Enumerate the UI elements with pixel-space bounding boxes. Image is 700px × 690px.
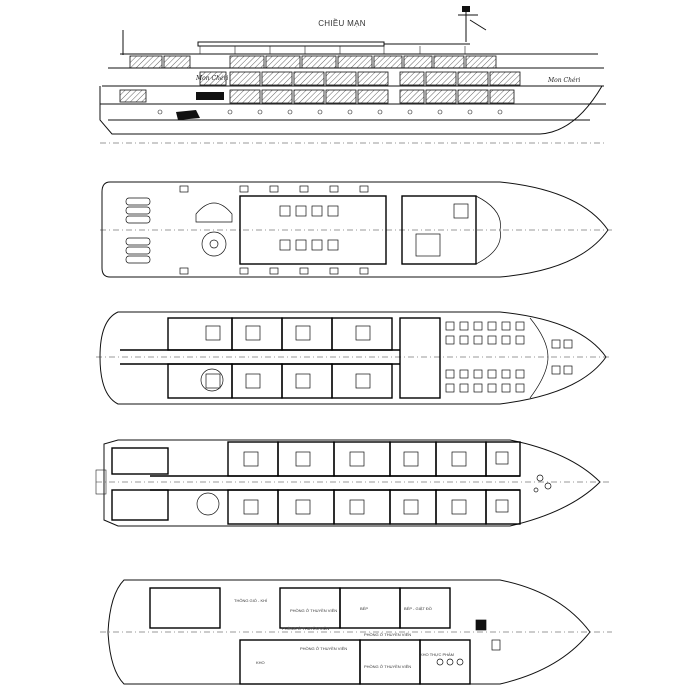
brand-logo-bow: Mon Chéri [547,77,580,84]
brand-logo-aft: Mon Chéri [195,75,228,82]
middle-deck-windows: Mon Chéri Mon Chéri [100,71,606,105]
side-elevation: CHIỀU MẠN [99,6,606,144]
room-label-kitchen: BẾP [360,606,368,611]
deck-plan-restaurant-deck [96,311,612,405]
drawing-title: CHIỀU MẠN [318,18,366,28]
restaurant-tables [445,321,573,393]
room-label-crew-3: PHÒNG Ở THUYỀN VIÊN [300,646,347,651]
room-label-crew-5: PHÒNG Ở THUYỀN VIÊN [364,664,411,669]
upper-deck-windows [108,55,604,69]
deck-plan-lower-deck: THÔNG GIÓ - KHÍ PHÒNG Ở THUYỀN VIÊN BẾP … [100,579,612,685]
room-label-store: KHO [256,660,265,665]
room-label-crew-2: PHÒNG Ở THUYỀN VIÊN [282,626,329,631]
room-label-crew-4: PHÒNG Ở THUYỀN VIÊN [364,632,411,637]
room-label-laundry: BẾP - GIẶT ĐỒ [404,606,432,611]
sun-deck-canopy [120,41,598,55]
deck-plan-sun-deck [100,181,612,278]
hull-profile [99,85,603,135]
room-label-crew-1: PHÒNG Ở THUYỀN VIÊN [290,608,337,613]
mast [458,6,487,42]
room-label-ventilation: THÔNG GIÓ - KHÍ [234,598,268,603]
deck-plan-cabin-deck [95,439,612,527]
room-label-food-store: KHO THỰC PHẨM [420,652,454,657]
